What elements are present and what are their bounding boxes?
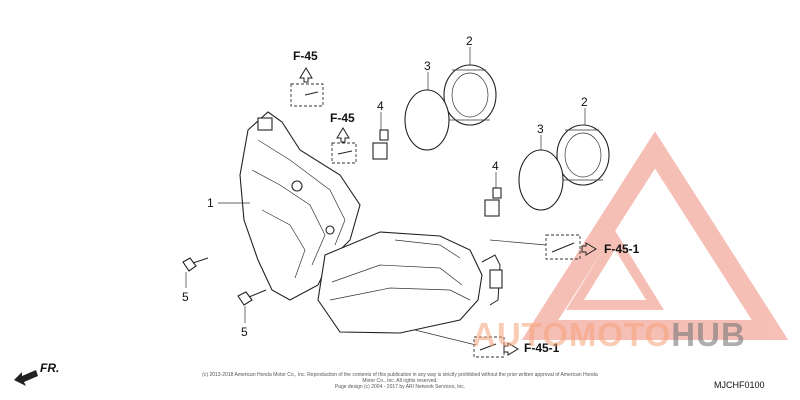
diagram-code: MJCHF0100 — [714, 380, 765, 390]
gasket-3-lower — [518, 149, 564, 211]
part-label-1: 1 — [207, 196, 214, 210]
ref-f451-bottom: F-45-1 — [414, 329, 560, 358]
ref-f45-top: F-45 — [290, 49, 324, 107]
ref-f451-right: F-45-1 — [489, 234, 640, 260]
bulb-4-upper — [372, 129, 389, 160]
part-label-2-lower: 2 — [581, 95, 588, 109]
gasket-3-upper — [404, 89, 450, 151]
watermark-logo — [521, 131, 789, 340]
ref-f45-mid: F-45 — [330, 111, 357, 164]
ref-f45-mid-label: F-45 — [330, 111, 355, 125]
headlight-lens — [317, 231, 503, 334]
part-label-2-upper: 2 — [466, 34, 473, 48]
part-label-5-left: 5 — [182, 290, 189, 304]
ref-f451-right-label: F-45-1 — [604, 242, 640, 256]
copyright-notice: (c) 2013-2018 American Honda Motor Co., … — [200, 372, 600, 390]
copyright-line-2: Page design (c) 2004 - 2017 by ARI Netwo… — [334, 384, 466, 390]
part-label-3-lower: 3 — [537, 122, 544, 136]
front-direction-label: FR. — [40, 361, 59, 375]
part-label-5-right: 5 — [241, 325, 248, 339]
front-direction-arrow: FR. — [14, 361, 59, 386]
watermark-text: AUTOMOTOHUB — [472, 316, 746, 354]
screw-5-left — [182, 257, 209, 272]
part-label-4-lower: 4 — [492, 159, 499, 173]
ref-f45-top-label: F-45 — [293, 49, 318, 63]
ref-f451-bottom-label: F-45-1 — [524, 341, 560, 355]
screw-5-right — [237, 289, 267, 306]
cover-2-upper — [443, 64, 497, 126]
watermark-text-part1: AUTOMOTO — [472, 316, 672, 353]
watermark-text-part2: HUB — [671, 316, 746, 353]
bulb-4-lower — [484, 187, 502, 217]
copyright-line-1: (c) 2013-2018 American Honda Motor Co., … — [202, 372, 598, 384]
part-label-4-upper: 4 — [377, 99, 384, 113]
part-label-3-upper: 3 — [424, 59, 431, 73]
cover-2-lower — [556, 124, 610, 186]
